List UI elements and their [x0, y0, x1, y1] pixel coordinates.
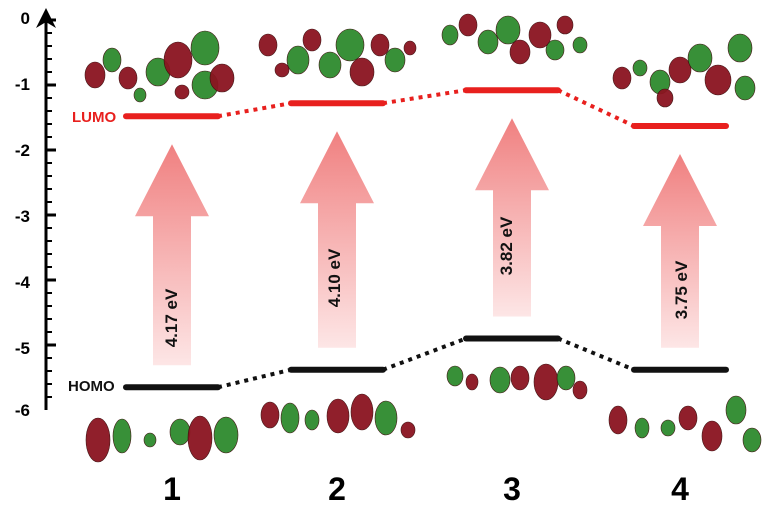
- orbital-lobe: [370, 33, 390, 57]
- orbital-lobe: [384, 47, 406, 73]
- orbital-lobe: [143, 432, 157, 448]
- orbital-lobe: [446, 365, 464, 387]
- orbital-lobe: [326, 398, 350, 434]
- orbital-lobe: [545, 39, 565, 61]
- orbital-lobe: [660, 419, 676, 437]
- gap-label-3: 3.82 eV: [497, 216, 516, 275]
- homo-connector: [382, 336, 467, 372]
- lumo-connector: [382, 88, 467, 106]
- orbital-lobe: [489, 366, 511, 394]
- orbital-lobe: [302, 28, 322, 52]
- orbital-lobe: [163, 41, 193, 79]
- compound-label-1: 1: [163, 471, 181, 507]
- orbital-lobe: [400, 421, 416, 439]
- lumo-connector: [557, 88, 635, 128]
- orbital-lobe: [213, 416, 239, 454]
- orbital-lobe: [734, 75, 756, 101]
- orbital-lobe: [727, 33, 753, 63]
- orbital-lobe: [632, 59, 648, 77]
- gap-label-2: 4.10 eV: [325, 248, 344, 307]
- orbital-lobe: [209, 63, 235, 93]
- gap-label-1: 4.17 eV: [162, 288, 181, 347]
- orbital-lobe: [174, 84, 190, 100]
- y-tick-label-6: -6: [15, 401, 30, 420]
- gap-arrow: [135, 144, 209, 366]
- gap-label-4: 3.75 eV: [672, 260, 691, 319]
- orbital-lobe: [687, 43, 713, 73]
- orbital-lobe: [280, 402, 300, 434]
- orbital-lobe: [701, 420, 723, 452]
- orbital-illustrations: [84, 13, 762, 463]
- orbital-lobe: [510, 365, 530, 391]
- orbital-lobe: [102, 47, 122, 73]
- orbital-lobe: [187, 415, 213, 461]
- compound-label-2: 2: [328, 471, 346, 507]
- orbital-lobe: [84, 61, 106, 89]
- orbital-lobe: [286, 45, 310, 75]
- orbital-lobe: [350, 393, 374, 431]
- orbital-lobe: [118, 66, 138, 90]
- orbital-lobe: [572, 380, 588, 400]
- orbital-lobe: [556, 365, 576, 391]
- orbital-lobe: [318, 51, 342, 79]
- orbital-lobe: [742, 427, 762, 453]
- y-tick-label-5: -5: [15, 339, 30, 358]
- orbital-lobe: [495, 15, 521, 45]
- orbital-lobe: [668, 56, 692, 84]
- orbital-lobe: [133, 87, 147, 103]
- orbital-lobe: [608, 405, 628, 435]
- y-tick-label-4: -4: [15, 273, 31, 292]
- y-tick-label-2: -2: [15, 141, 30, 160]
- orbital-lobe: [458, 13, 478, 37]
- orbital-lobe: [612, 66, 632, 90]
- orbital-lobe: [465, 373, 479, 391]
- orbital-lobe: [349, 57, 375, 87]
- orbital-lobe: [304, 409, 320, 431]
- orbital-lobe: [374, 400, 398, 436]
- orbital-lobe: [656, 88, 674, 108]
- y-tick-label-0: 0: [21, 9, 30, 28]
- gap-arrow: [475, 118, 549, 317]
- orbital-lobe: [112, 418, 132, 454]
- orbital-lobe: [260, 401, 280, 429]
- energy-levels: [123, 87, 729, 391]
- homo-connector: [557, 336, 635, 372]
- orbital-lobe: [533, 363, 559, 401]
- lumo-connector: [217, 101, 292, 119]
- y-tick-label-1: -1: [15, 75, 30, 94]
- orbital-lobe: [85, 417, 111, 463]
- orbital-lobe: [274, 62, 290, 78]
- orbital-lobe: [572, 36, 588, 54]
- orbital-lobe: [258, 33, 278, 57]
- orbital-lobe: [725, 395, 747, 425]
- orbital-lobe: [704, 64, 732, 96]
- orbital-lobe: [190, 30, 220, 66]
- orbital-lobe: [678, 405, 698, 431]
- orbital-lobe: [477, 29, 499, 55]
- homo-connector: [217, 367, 292, 390]
- orbital-lobe: [169, 418, 191, 446]
- orbital-lobe: [441, 24, 459, 46]
- homo-label: HOMO: [68, 378, 115, 395]
- orbital-lobe: [509, 39, 531, 65]
- compound-label-4: 4: [671, 471, 689, 507]
- y-axis-arrowhead: [36, 8, 56, 28]
- orbital-lobe: [634, 417, 650, 439]
- lumo-label: LUMO: [72, 109, 116, 126]
- compound-label-3: 3: [503, 471, 521, 507]
- gap-arrow: [643, 153, 717, 348]
- orbital-lobe: [335, 28, 365, 62]
- orbital-lobe: [528, 21, 552, 49]
- orbital-lobe: [556, 15, 574, 35]
- y-axis: 0 -1 -2 -3 -4 -5 -6: [15, 8, 56, 420]
- y-tick-label-3: -3: [15, 207, 30, 226]
- orbital-lobe: [403, 40, 417, 56]
- gap-arrow: [300, 131, 374, 348]
